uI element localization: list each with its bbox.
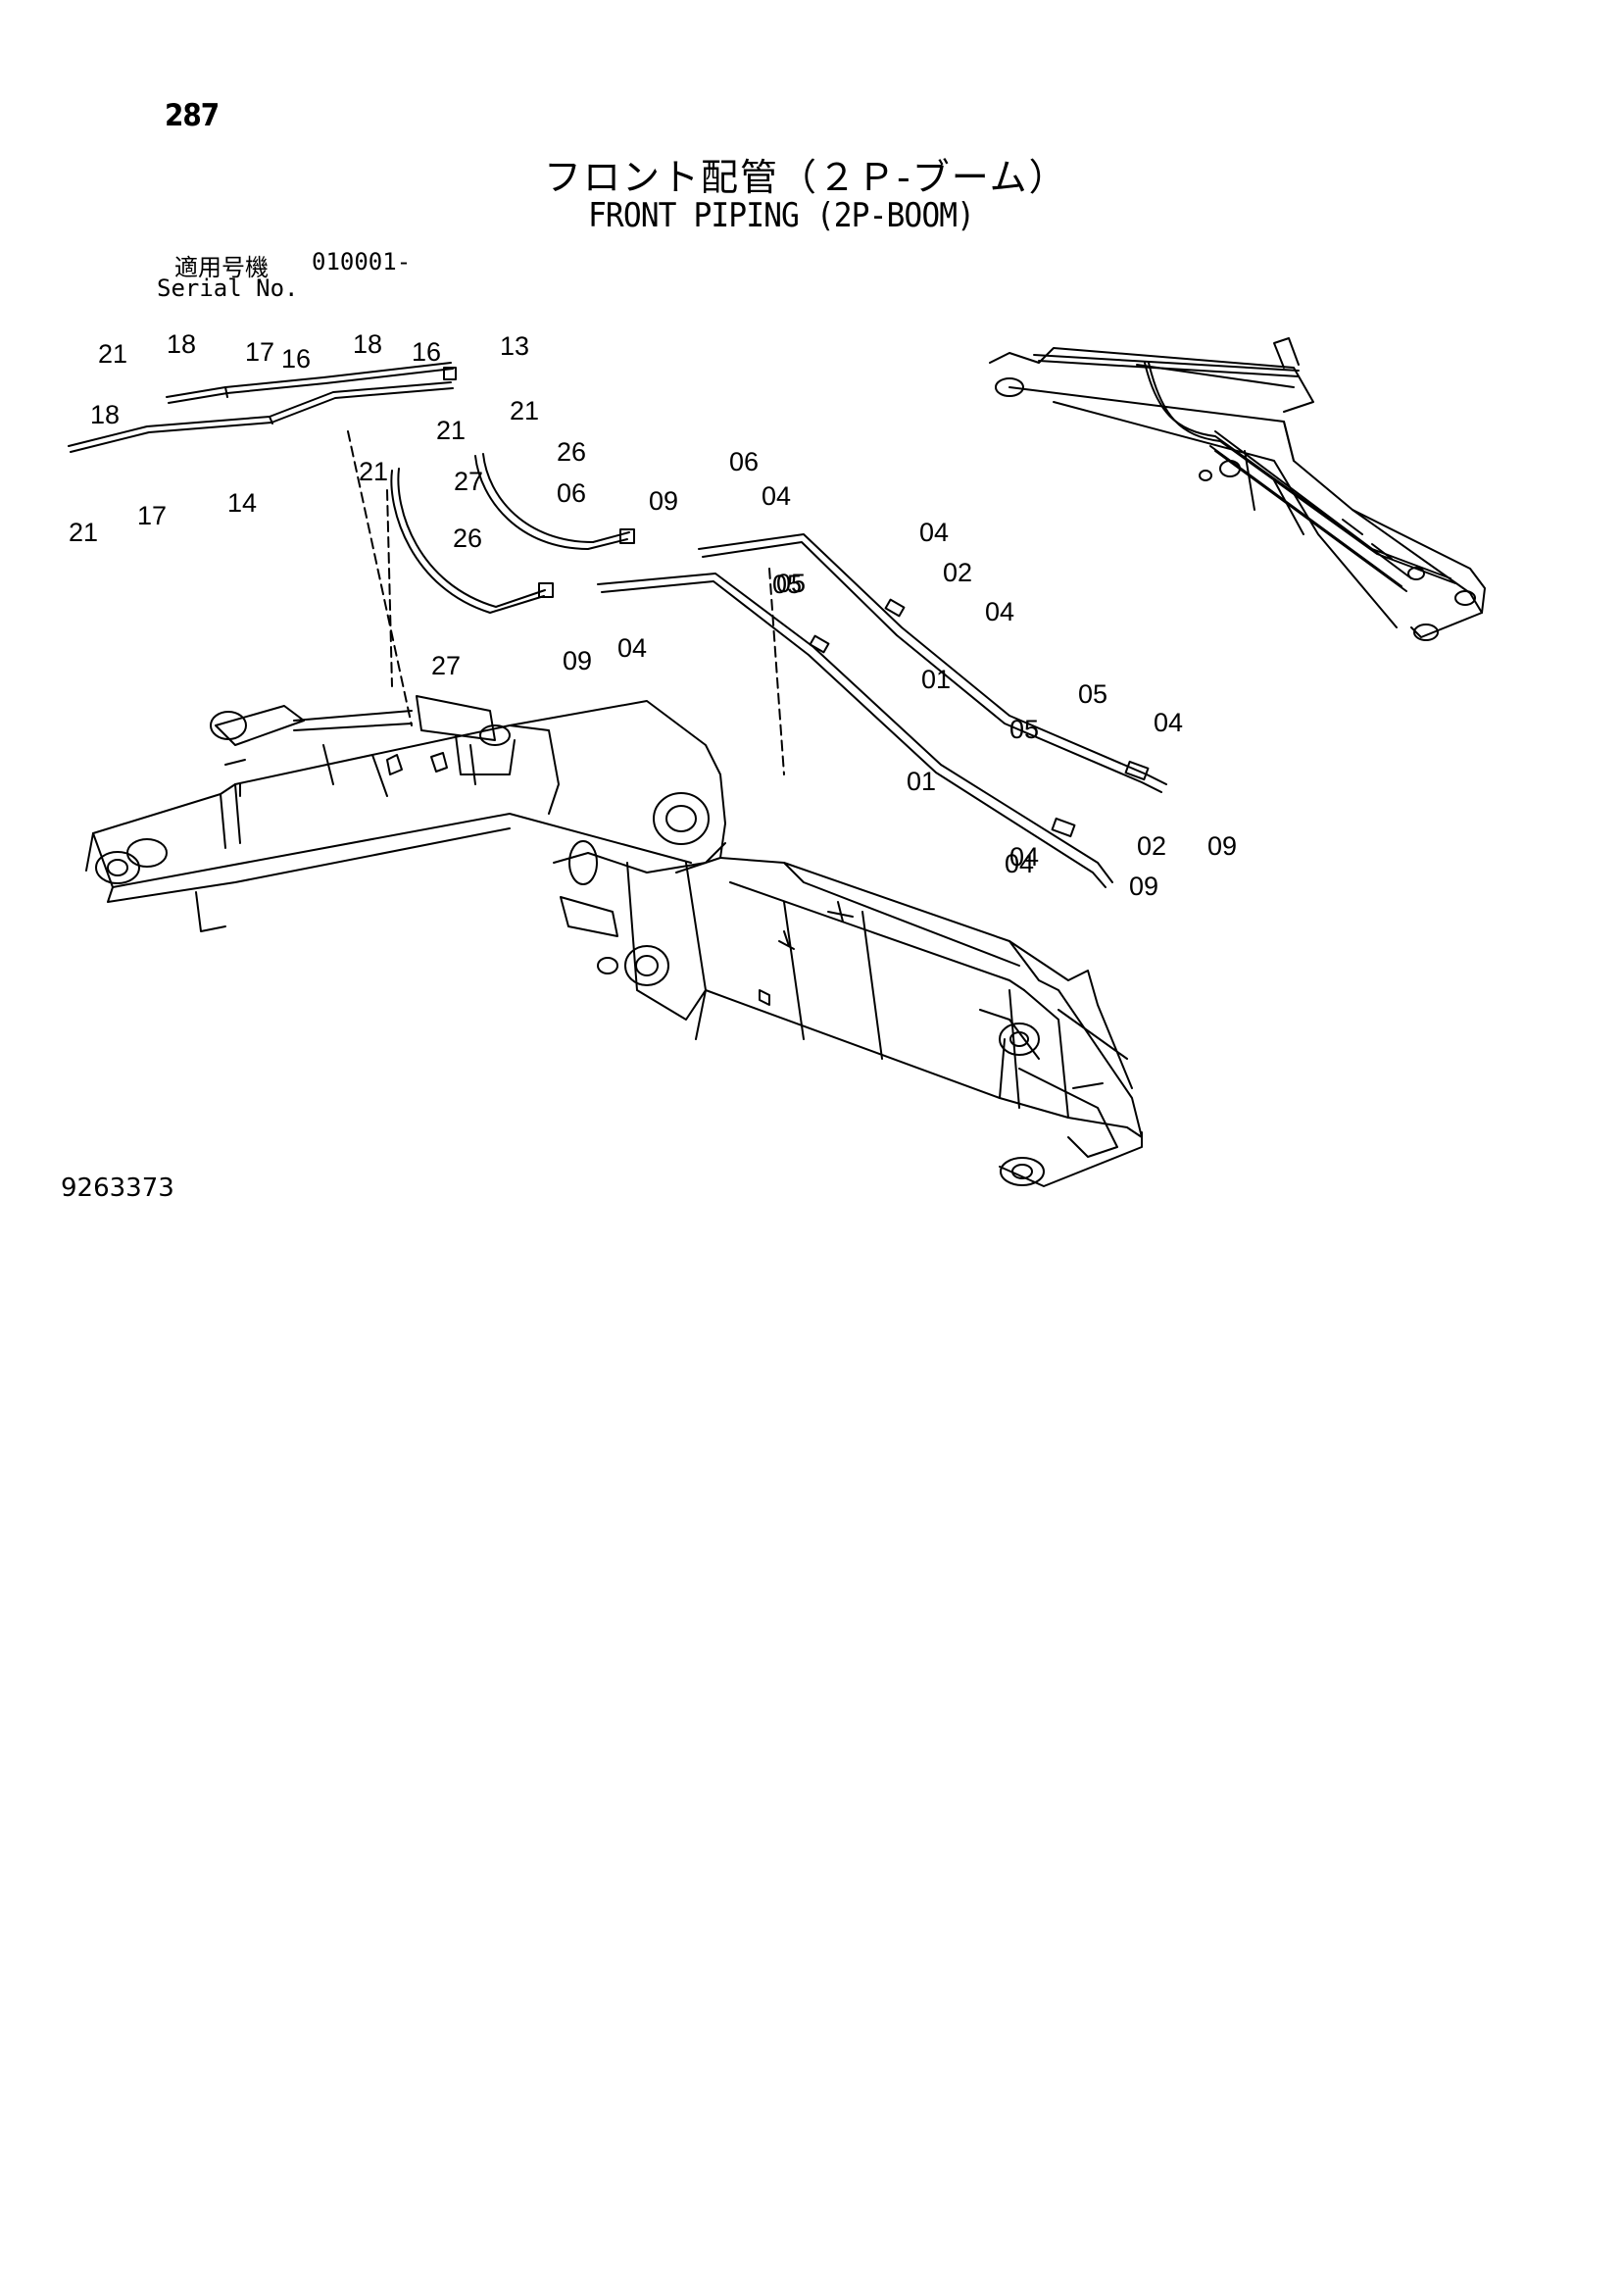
callout-14: 14 xyxy=(227,488,257,518)
callout-21: 21 xyxy=(98,339,127,369)
callout-05: 05 xyxy=(776,569,806,598)
callout-04: 04 xyxy=(617,633,647,663)
callout-16: 16 xyxy=(281,344,311,374)
callout-01: 01 xyxy=(921,665,951,694)
serial-label-english: Serial No. xyxy=(157,275,299,302)
callout-17: 17 xyxy=(245,337,274,367)
callout-06: 06 xyxy=(557,478,586,508)
boom-illustration xyxy=(85,695,1143,1187)
callout-02: 02 xyxy=(943,558,972,587)
callout-09: 09 xyxy=(649,486,678,516)
callout-09: 09 xyxy=(1129,872,1158,901)
callout-04: 04 xyxy=(985,597,1014,626)
callout-17: 17 xyxy=(137,501,167,530)
callout-18: 18 xyxy=(353,329,382,359)
callout-21: 21 xyxy=(510,396,539,425)
callout-27: 27 xyxy=(431,651,461,680)
callout-13: 13 xyxy=(500,331,529,361)
callout-04: 04 xyxy=(1005,849,1034,878)
callout-05: 05 xyxy=(1009,715,1039,744)
figure-number: 9263373 xyxy=(61,1173,174,1203)
callout-04: 04 xyxy=(1154,708,1183,737)
callout-02: 02 xyxy=(1137,831,1166,861)
callout-18: 18 xyxy=(167,329,196,359)
title-english: FRONT PIPING (2P-BOOM) xyxy=(588,196,975,235)
boom-inset-illustration xyxy=(989,337,1486,641)
callout-21: 21 xyxy=(436,416,466,445)
callout-16: 16 xyxy=(412,337,441,367)
hose-group-center xyxy=(390,453,635,614)
callout-04: 04 xyxy=(762,481,791,511)
callout-09: 09 xyxy=(1207,831,1237,861)
callout-05: 05 xyxy=(772,570,802,599)
callout-01: 01 xyxy=(907,767,936,796)
serial-number-value: 010001- xyxy=(312,248,412,275)
callout-26: 26 xyxy=(557,437,586,467)
callout-21: 21 xyxy=(69,518,98,547)
page-number: 287 xyxy=(165,98,220,133)
pipe-group-main xyxy=(597,533,1167,888)
serial-label-japanese: 適用号機 xyxy=(174,254,269,281)
callout-06: 06 xyxy=(729,447,759,476)
assembly-guide-lines xyxy=(347,430,785,775)
callout-21: 21 xyxy=(359,457,388,486)
callout-04: 04 xyxy=(1009,842,1039,872)
callout-04: 04 xyxy=(919,518,949,547)
title-japanese: フロント配管（２Ｐ-ブーム） xyxy=(544,156,1068,199)
callout-18: 18 xyxy=(90,400,120,429)
callout-26: 26 xyxy=(453,524,482,553)
callout-27: 27 xyxy=(454,467,483,496)
callout-05: 05 xyxy=(1078,679,1107,709)
callout-09: 09 xyxy=(563,646,592,675)
pipe-group-top-left xyxy=(68,362,457,453)
